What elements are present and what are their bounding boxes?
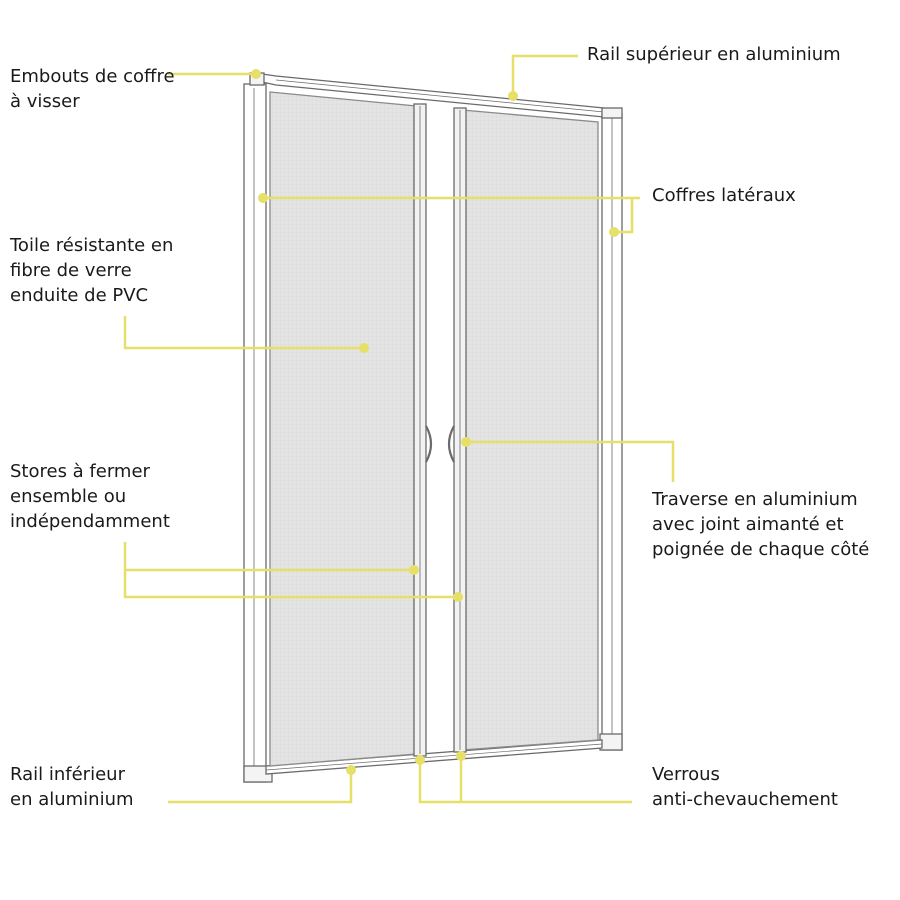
right-mesh-panel — [461, 109, 599, 751]
callout-verrous-line — [418, 756, 463, 804]
label-coffres-lateraux: Coffres latéraux — [652, 185, 796, 206]
label-rail-superieur: Rail supérieur en aluminium — [587, 44, 841, 65]
right-end-cap — [601, 107, 623, 119]
callouts — [123, 54, 675, 804]
callout-rail-inf-line — [168, 772, 353, 804]
callout-traverse-line — [466, 440, 675, 482]
callout-coffres-line-2 — [614, 198, 634, 234]
callout-rail-sup-line — [511, 54, 578, 96]
left-handle — [425, 425, 433, 463]
callout-dots — [251, 69, 619, 775]
left-mesh-panel — [269, 91, 417, 767]
callout-stores-line — [123, 542, 458, 599]
right-handle — [447, 425, 455, 463]
left-side-box — [243, 83, 267, 783]
callout-toile-line — [123, 316, 364, 350]
door-assembly — [243, 72, 623, 783]
